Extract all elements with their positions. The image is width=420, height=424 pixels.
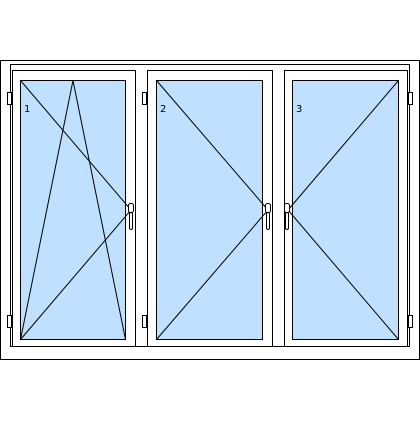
sash-2-hinge-top [142,92,147,105]
sash-2-turn-line-bottom [156,209,269,340]
sash-3: 3 [284,70,413,347]
sash-2-glass [156,80,263,340]
sash-3-turn-line-top [287,80,399,211]
sash-3-glass [292,80,399,340]
sash-1-number: 1 [24,104,30,115]
sash-3-turn-line-bottom [287,209,399,340]
sash-2-hinge-bottom [142,315,147,328]
sash-1: 1 [7,70,136,347]
sash-2-number: 2 [160,104,166,115]
sash-2-handle [265,203,271,230]
sash-1-tilt-line-left [20,80,74,340]
sash-1-hinge-bottom [7,315,12,328]
sash-1-turn-line-bottom [20,209,132,340]
sash-3-hinge-top [408,92,413,105]
sash-2-turn-line-top [156,80,269,211]
sash-3-handle [284,203,290,230]
sash-1-turn-line-top [20,80,132,211]
sash-1-handle [128,203,134,230]
sash-2: 2 [142,70,273,347]
sash-3-hinge-bottom [408,315,413,328]
sash-3-number: 3 [296,104,302,115]
sash-1-glass [20,80,126,340]
sash-1-tilt-line-right [72,80,126,340]
sash-1-hinge-top [7,92,12,105]
